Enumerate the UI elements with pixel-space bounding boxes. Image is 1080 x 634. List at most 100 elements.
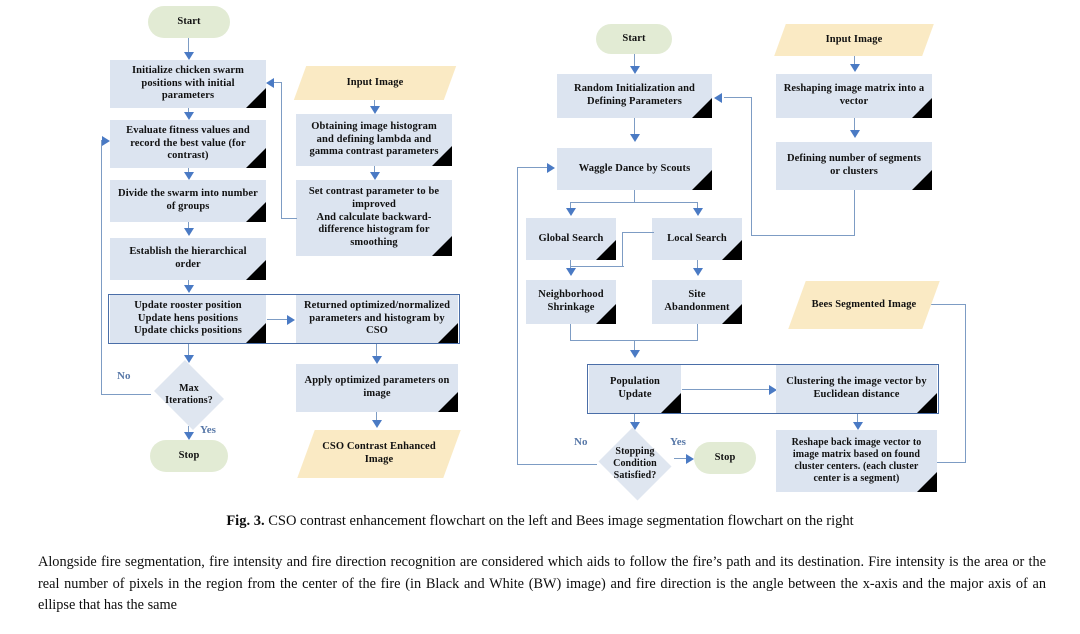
left-edge-into-initialize (274, 82, 282, 84)
right-node-site-abandon: Site Abandonment (652, 280, 742, 324)
left-edge-update-to-returned (267, 319, 289, 321)
arrow-down-icon (850, 130, 860, 138)
left-edge-label-yes: Yes (200, 424, 216, 436)
right-edge-into-random-init (724, 97, 752, 99)
right-edge-yes-to-stop (674, 458, 688, 460)
right-node-random-init: Random Initialization and Defining Param… (557, 74, 712, 118)
left-node-divide: Divide the swarm into number of groups (110, 180, 266, 222)
left-node-divide-label: Divide the swarm into number of groups (118, 188, 258, 212)
figure-caption-text: CSO contrast enhancement flowchart on th… (264, 513, 854, 529)
arrow-down-icon (630, 350, 640, 358)
right-node-reshape-back: Reshape back image vector to image matri… (776, 430, 937, 492)
right-node-defining-label: Defining number of segments or clusters (786, 153, 922, 177)
arrow-down-icon (566, 268, 576, 276)
left-node-apply: Apply optimized parameters on image (296, 364, 458, 412)
left-node-stop-label: Stop (178, 449, 200, 461)
right-edge-into-output (925, 304, 966, 306)
right-edge-input-to-reshaping (854, 56, 856, 70)
arrow-down-icon (184, 112, 194, 120)
right-edge-global-down (570, 260, 572, 272)
left-node-input-image: Input Image (293, 66, 457, 100)
left-node-histogram-label: Obtaining image histogram and defining l… (309, 120, 439, 158)
right-edge-local-left-down (622, 232, 624, 266)
right-node-clustering-label: Clustering the image vector by Euclidean… (786, 376, 927, 400)
right-edge-defining-left (751, 235, 855, 237)
arrow-down-icon (630, 422, 640, 430)
right-edge-reshapeback-right (937, 462, 966, 464)
right-node-start-label: Start (622, 32, 646, 44)
right-node-waggle-label: Waggle Dance by Scouts (578, 162, 691, 174)
arrow-down-icon (370, 106, 380, 114)
arrow-down-icon (850, 64, 860, 72)
left-node-update-label: Update rooster position Update hens posi… (134, 299, 242, 337)
left-node-evaluate-label: Evaluate fitness values and record the b… (126, 124, 250, 162)
right-edge-reshapeback-up (965, 304, 967, 463)
left-node-hierarchy: Establish the hierarchical order (110, 238, 266, 280)
arrow-down-icon (370, 172, 380, 180)
right-edge-waggle-down (634, 190, 636, 202)
left-edge-label-no: No (117, 370, 131, 382)
right-edge-local-to-neighborhood (570, 266, 624, 268)
left-edge-setcontrast-out (281, 218, 297, 220)
left-node-histogram: Obtaining image histogram and defining l… (296, 114, 452, 166)
body-text: Alongside fire segmentation, fire intens… (38, 552, 1046, 617)
right-edge-no-horizontal (517, 464, 597, 466)
right-edge-neighborhood-down (570, 324, 572, 340)
arrow-down-icon (693, 208, 703, 216)
right-node-output: Bees Segmented Image (788, 281, 940, 329)
right-edge-no-into-waggle (517, 167, 549, 169)
arrow-down-icon (630, 66, 640, 74)
left-node-hierarchy-label: Establish the hierarchical order (129, 246, 247, 270)
arrow-down-icon (184, 52, 194, 60)
right-node-population-update-label: Population Update (609, 376, 660, 400)
left-node-start: Start (148, 6, 230, 38)
arrow-left-icon (266, 78, 274, 88)
arrow-right-icon (547, 163, 555, 173)
right-edge-start-to-init (634, 54, 636, 72)
arrow-down-icon (693, 268, 703, 276)
left-edge-input-to-histogram (374, 100, 376, 111)
arrow-down-icon (372, 420, 382, 428)
left-node-max-iterations: Max Iterations? (150, 360, 228, 430)
right-node-random-init-label: Random Initialization and Defining Param… (574, 83, 695, 107)
right-edge-waggle-split (570, 202, 698, 204)
left-node-set-contrast: Set contrast parameter to be improved An… (296, 180, 452, 256)
figure-caption-label: Fig. 3. (226, 513, 265, 529)
left-edge-apply-to-output (376, 412, 378, 426)
arrow-down-icon (630, 134, 640, 142)
right-node-population-update: Population Update (589, 365, 681, 413)
right-edge-population-to-clustering (682, 389, 772, 391)
right-node-site-abandon-label: Site Abandonment (664, 289, 730, 313)
right-edge-local-to-left (622, 232, 654, 234)
left-edge-histogram-to-setcontrast (374, 166, 376, 177)
right-node-stop-label: Stop (714, 451, 736, 463)
right-edge-defining-down (854, 190, 856, 235)
figure-caption: Fig. 3. CSO contrast enhancement flowcha… (0, 512, 1080, 531)
arrow-right-icon (686, 454, 694, 464)
body-paragraph: Alongside fire segmentation, fire intens… (38, 554, 1046, 614)
right-edge-to-global (570, 202, 572, 212)
right-edge-local-to-site (697, 260, 699, 274)
left-edge-setcontrast-vertical (281, 82, 283, 219)
right-edge-reshaping-to-defining (854, 118, 856, 136)
right-node-global-search-label: Global Search (538, 232, 604, 244)
left-node-returned: Returned optimized/normalized parameters… (296, 295, 458, 343)
right-node-local-search-label: Local Search (667, 232, 727, 244)
right-edge-defining-up (751, 97, 753, 235)
right-node-output-label: Bees Segmented Image (811, 298, 917, 310)
right-edge-no-vertical (517, 167, 519, 465)
arrow-down-icon (184, 285, 194, 293)
arrow-left-icon (714, 93, 722, 103)
right-node-stopping-label: Stopping Condition Satisfied? (613, 446, 657, 481)
right-edge-label-no: No (574, 436, 588, 448)
right-node-local-search: Local Search (652, 218, 742, 260)
arrow-down-icon (853, 422, 863, 430)
arrow-down-icon (184, 432, 194, 440)
arrow-right-icon (102, 136, 110, 146)
left-node-initialize: Initialize chicken swarm positions with … (110, 60, 266, 108)
left-edge-no-horizontal (101, 394, 151, 396)
right-node-stop: Stop (694, 442, 756, 474)
right-node-input-image: Input Image (774, 24, 934, 56)
right-node-start: Start (596, 24, 672, 54)
right-edge-site-down (697, 324, 699, 340)
